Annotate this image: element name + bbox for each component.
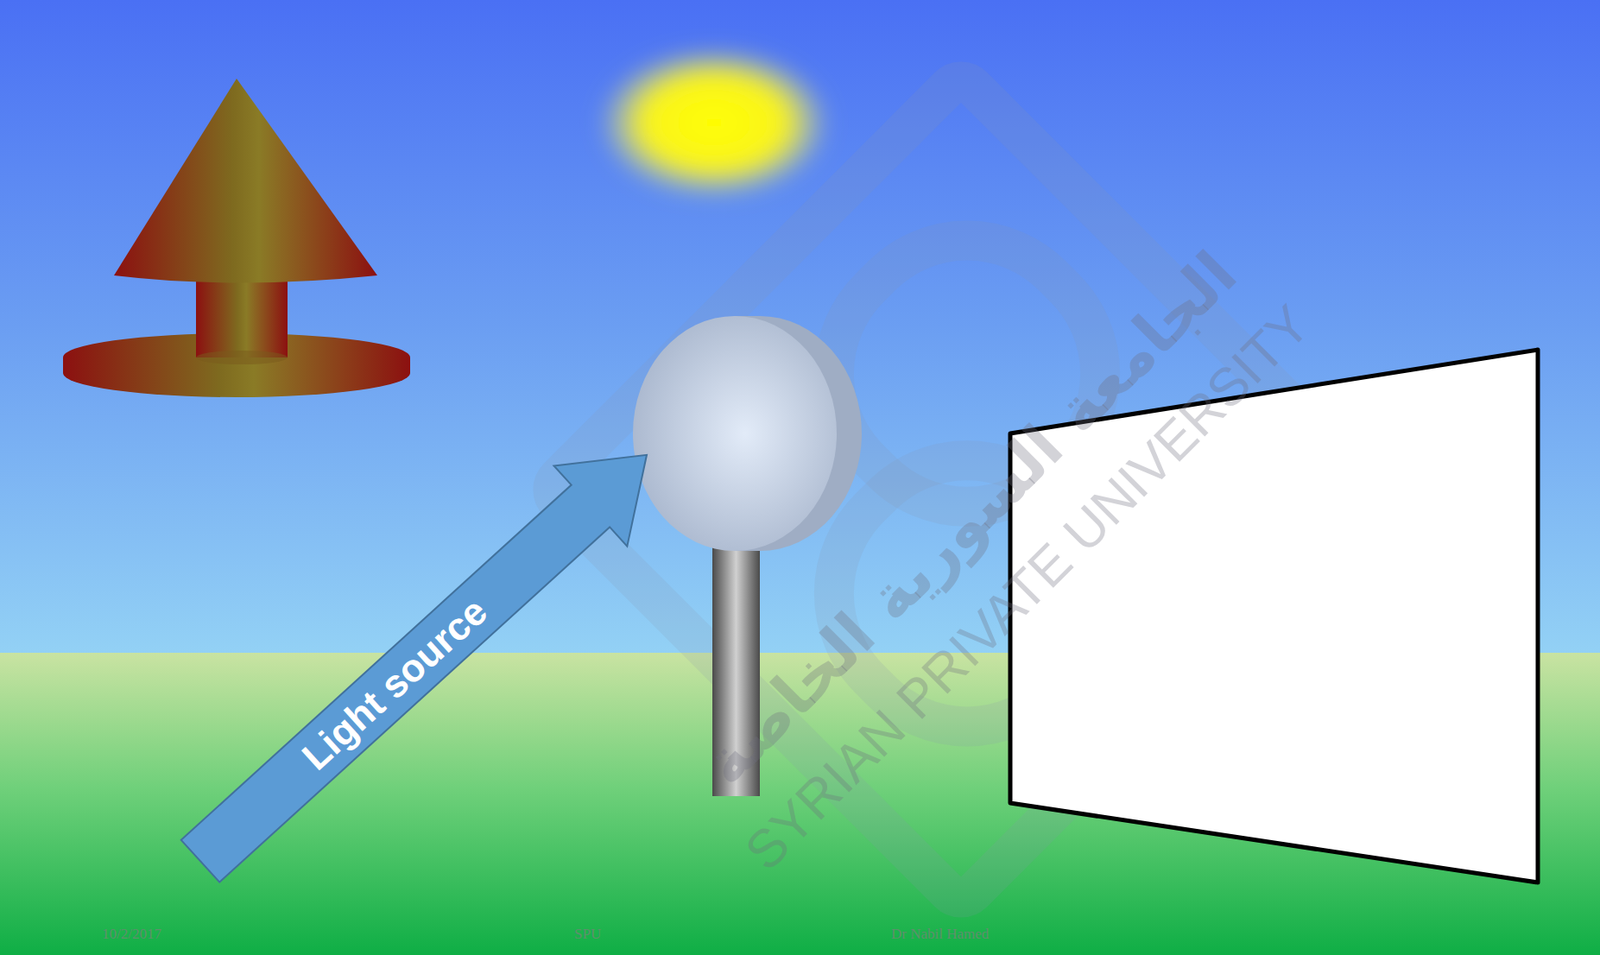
object-figure: [63, 78, 411, 398]
footer-institution: SPU: [574, 925, 601, 943]
footer-author: Dr Nabil Hamed: [891, 925, 989, 943]
arrow-outline: [163, 414, 684, 902]
footer-date: 10/2/2017: [101, 925, 162, 943]
sun: [597, 46, 831, 199]
watermark-arabic: الجامعة السورية الخاصة: [689, 237, 1251, 799]
arrow-label: Light source: [292, 588, 496, 779]
watermark-english: SYRIAN PRIVATE UNIVERSITY: [733, 292, 1322, 882]
light-arrow: Light source: [160, 411, 685, 904]
